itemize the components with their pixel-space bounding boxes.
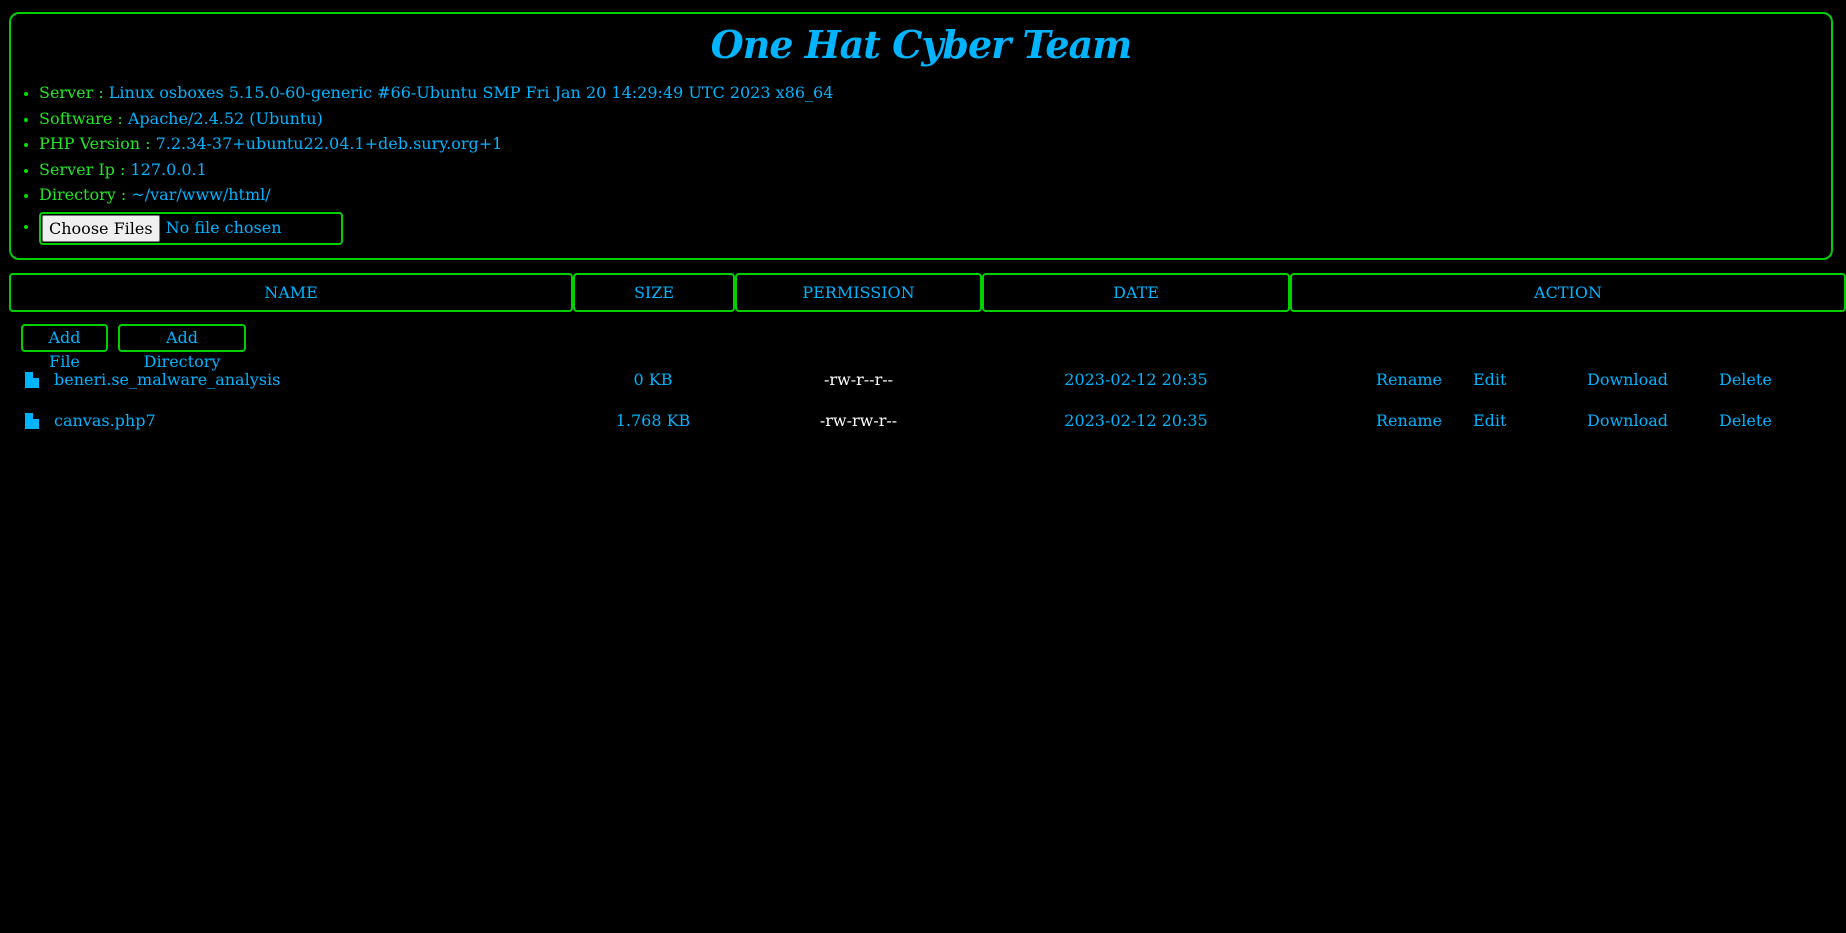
column-header-permission: PERMISSION (735, 273, 982, 312)
software-value: Apache/2.4.52 (Ubuntu) (127, 108, 323, 128)
upload-status: No file chosen (165, 218, 282, 238)
edit-link[interactable]: Edit (1473, 370, 1507, 389)
download-link[interactable]: Download (1587, 411, 1668, 430)
file-size: 1.768 KB (615, 411, 691, 430)
file-permission[interactable]: -rw-rw-r-- (819, 411, 898, 430)
file-size: 0 KB (633, 370, 673, 389)
directory-value[interactable]: ~/var/www/html/ (131, 185, 271, 204)
rename-link[interactable]: Rename (1376, 411, 1442, 430)
server-ip-item: Server Ip : 127.0.0.1 (39, 157, 833, 183)
file-date: 2023-02-12 20:35 (1064, 411, 1208, 430)
directory-label: Directory : (39, 185, 132, 204)
add-file-button[interactable]: Add File (21, 324, 108, 371)
software-label: Software : (39, 108, 128, 128)
delete-link[interactable]: Delete (1719, 370, 1772, 389)
edit-link[interactable]: Edit (1473, 411, 1507, 430)
server-info-panel: One Hat Cyber Team Server : Linux osboxe… (9, 12, 1833, 260)
server-value: Linux osboxes 5.15.0-60-generic #66-Ubun… (108, 83, 834, 102)
directory-item: Directory : ~/var/www/html/ (39, 182, 833, 208)
file-name-link[interactable]: canvas.php7 (54, 411, 156, 430)
server-info-item: Server : Linux osboxes 5.15.0-60-generic… (39, 80, 833, 106)
server-info-list: Server : Linux osboxes 5.15.0-60-generic… (11, 80, 833, 245)
php-version-value: 7.2.34-37+ubuntu22.04.1+deb.sury.org+1 (155, 134, 503, 153)
table-row: beneri.se_malware_analysis 0 KB -rw-r--r… (0, 365, 1846, 395)
file-date: 2023-02-12 20:35 (1064, 370, 1208, 389)
file-icon (25, 413, 39, 429)
page-title: One Hat Cyber Team (710, 22, 1133, 67)
add-directory-button[interactable]: Add Directory (118, 324, 246, 371)
download-link[interactable]: Download (1587, 370, 1668, 389)
server-ip-label: Server Ip : (39, 159, 131, 179)
file-name-link[interactable]: beneri.se_malware_analysis (54, 370, 281, 389)
file-upload-input[interactable]: Choose Files No file chosen (39, 211, 343, 245)
upload-item: Choose Files No file chosen (39, 208, 833, 245)
file-permission[interactable]: -rw-r--r-- (823, 370, 894, 389)
column-header-size: SIZE (573, 273, 735, 312)
php-info-item: PHP Version : 7.2.34-37+ubuntu22.04.1+de… (39, 131, 833, 157)
php-version-label: PHP Version : (39, 134, 156, 153)
server-ip-value: 127.0.0.1 (130, 159, 207, 179)
choose-files-button[interactable]: Choose Files (42, 214, 160, 242)
column-header-date: DATE (982, 273, 1290, 312)
column-header-name: NAME (9, 273, 573, 312)
rename-link[interactable]: Rename (1376, 370, 1442, 389)
delete-link[interactable]: Delete (1719, 411, 1772, 430)
server-label: Server : (39, 83, 109, 102)
software-info-item: Software : Apache/2.4.52 (Ubuntu) (39, 106, 833, 132)
file-icon (25, 372, 39, 388)
table-row: canvas.php7 1.768 KB -rw-rw-r-- 2023-02-… (0, 406, 1846, 436)
column-header-action: ACTION (1290, 273, 1846, 312)
